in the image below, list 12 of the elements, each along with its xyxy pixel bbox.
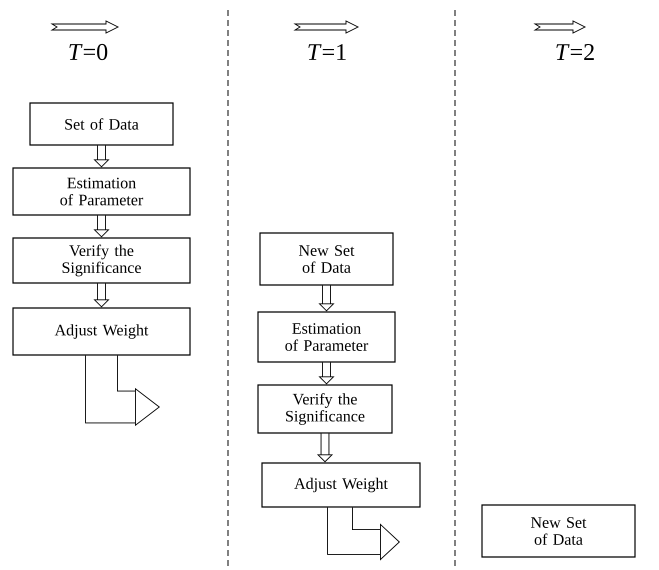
process-box: Adjust Weight xyxy=(261,462,421,508)
process-box: Set of Data xyxy=(29,102,174,146)
process-box: Estimation of Parameter xyxy=(257,311,396,363)
process-box: New Set of Data xyxy=(481,504,636,558)
process-box: New Set of Data xyxy=(259,232,394,286)
time-label: T=2 xyxy=(556,44,594,60)
process-box: Adjust Weight xyxy=(12,307,191,356)
process-box: Estimation of Parameter xyxy=(12,167,191,216)
time-label: T=1 xyxy=(308,44,346,60)
process-box: Verify the Significance xyxy=(12,237,191,284)
time-label: T=0 xyxy=(69,44,108,60)
process-box: Verify the Significance xyxy=(257,384,393,434)
